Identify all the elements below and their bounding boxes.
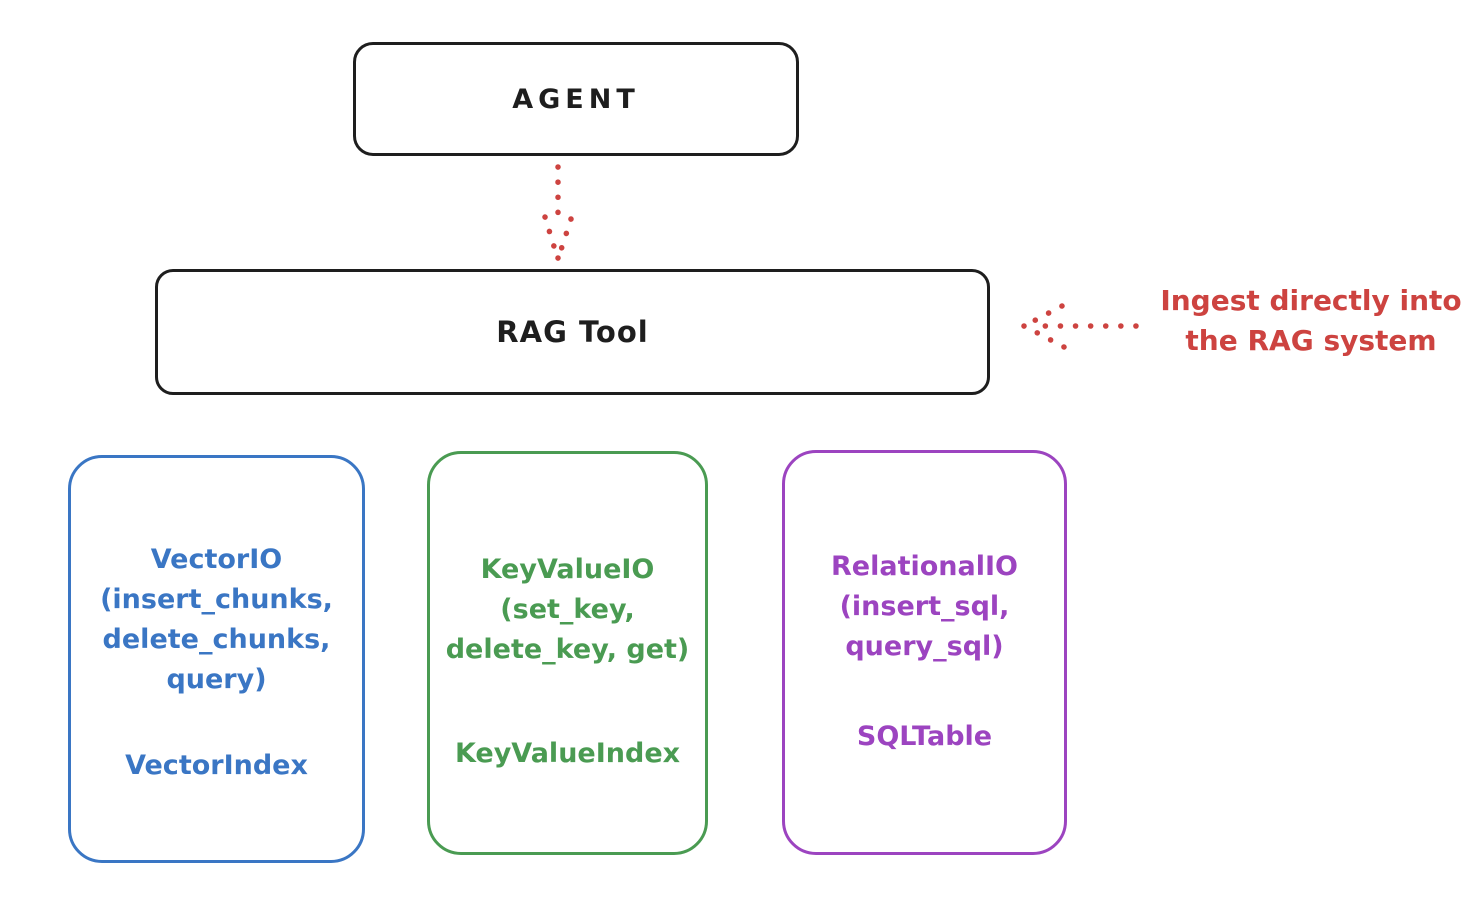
vector-io-line-1: VectorIO: [150, 544, 283, 575]
key-value-index-label: KeyValueIndex: [454, 738, 681, 769]
vector-io-line-4: query): [166, 664, 267, 695]
node-rag-tool: RAG Tool: [155, 269, 990, 395]
rag-tool-label: RAG Tool: [496, 315, 649, 349]
ingest-annotation: Ingest directly into the RAG system: [1138, 281, 1484, 361]
ingest-annotation-line-2: the RAG system: [1185, 324, 1437, 357]
card-relational-io: RelationalIO (insert_sql, query_sql) SQL…: [782, 450, 1067, 855]
relational-io-line-3: query_sql): [845, 631, 1004, 662]
key-value-io-line-2: (set_key,: [500, 594, 635, 625]
vector-index-label: VectorIndex: [125, 750, 308, 781]
node-agent: AGENT: [353, 42, 799, 156]
left-arrow-icon: [1021, 303, 1139, 350]
vector-io-line-3: delete_chunks,: [102, 624, 331, 655]
sql-table-label: SQLTable: [856, 721, 993, 752]
vector-io-line-2: (insert_chunks,: [100, 584, 333, 615]
down-arrow-icon: [542, 164, 574, 261]
card-vector-io: VectorIO (insert_chunks, delete_chunks, …: [68, 455, 365, 863]
relational-io-line-1: RelationalIO: [831, 551, 1018, 582]
key-value-io-line-1: KeyValueIO: [480, 554, 655, 585]
key-value-io-line-3: delete_key, get): [445, 634, 690, 665]
ingest-annotation-line-1: Ingest directly into: [1160, 284, 1462, 317]
card-key-value-io: KeyValueIO (set_key, delete_key, get) Ke…: [427, 451, 708, 855]
relational-io-line-2: (insert_sql,: [839, 591, 1010, 622]
agent-label: AGENT: [512, 83, 640, 115]
